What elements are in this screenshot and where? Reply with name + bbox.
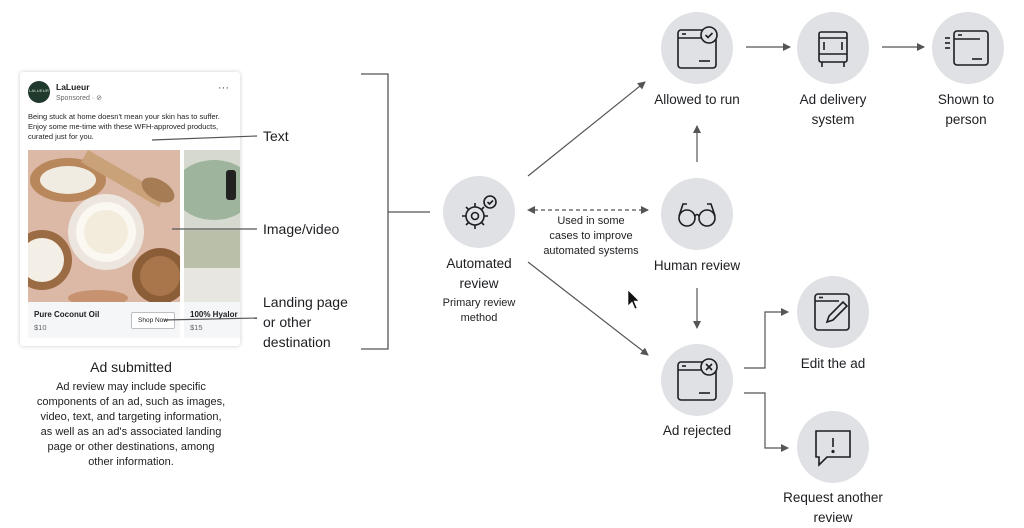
avatar-text: LALUEUR <box>29 88 49 93</box>
ad-submitted-title: Ad submitted <box>90 359 172 375</box>
product-name: 100% Hyalor <box>190 310 238 319</box>
landing-line-1: Landing page <box>263 294 348 310</box>
automated-review-node <box>443 176 515 248</box>
delivery-line-2: system <box>811 112 855 127</box>
request-review-node <box>797 411 869 483</box>
window-check-icon <box>677 26 718 69</box>
pencil-edit-icon <box>814 293 850 331</box>
used-in-some-cases-note: Used in some cases to improve automated … <box>534 214 648 259</box>
delivery-line-1: Ad delivery <box>799 92 867 107</box>
sponsored-label: Sponsored · ⊘ <box>56 95 102 102</box>
landing-line-2: or other <box>263 314 312 330</box>
used-note-line-1: Used in some <box>557 215 625 227</box>
speech-bubble-exclamation-icon <box>815 430 851 467</box>
ad-delivery-label: Ad delivery system <box>770 90 896 130</box>
allowed-to-run-label: Allowed to run <box>654 92 740 107</box>
ad-submitted-description: Ad review may include specific component… <box>0 380 262 470</box>
request-line-2: review <box>813 510 853 525</box>
product-image-hyaluronic <box>184 150 240 302</box>
gears-check-icon <box>462 195 497 229</box>
product-name: Pure Coconut Oil <box>34 310 100 319</box>
used-note-line-2: cases to improve <box>549 230 633 242</box>
desc-line: video, text, and targeting information, <box>40 411 222 423</box>
automated-review-label: Automated review <box>420 254 538 294</box>
window-stack-icon <box>945 30 989 66</box>
product-image-coconut-oil <box>28 150 180 302</box>
desc-line: Ad review may include specific <box>56 381 206 393</box>
desc-line: components of an ad, such as images, <box>36 396 226 408</box>
edit-the-ad-node <box>797 276 869 348</box>
glasses-icon <box>678 203 716 227</box>
automated-line-1: Automated <box>446 256 512 271</box>
human-review-node <box>661 178 733 250</box>
component-image-label: Image/video <box>263 221 340 237</box>
shown-line-2: person <box>945 112 987 127</box>
shop-now-button[interactable]: Shop Now <box>131 312 175 329</box>
window-x-icon <box>677 358 718 401</box>
request-review-label: Request another review <box>764 488 902 528</box>
landing-line-3: destination <box>263 334 331 350</box>
component-text-label: Text <box>263 128 289 144</box>
ad-delivery-node <box>797 12 869 84</box>
primary-note-line-1: Primary review <box>442 297 516 309</box>
product-price: $10 <box>34 323 47 332</box>
brand-avatar: LALUEUR <box>28 81 50 103</box>
edit-the-ad-label: Edit the ad <box>800 356 866 371</box>
shown-line-1: Shown to <box>937 92 995 107</box>
shown-to-person-label: Shown to person <box>908 90 1024 130</box>
product-price: $15 <box>190 323 203 332</box>
primary-review-note: Primary review method <box>420 296 538 326</box>
more-options-icon: ··· <box>218 82 229 94</box>
brand-name: LaLueur <box>56 82 90 92</box>
desc-line: as well as an ad's associated landing <box>40 426 222 438</box>
desc-line: page or other destinations, among <box>47 441 215 453</box>
ad-caption: Being stuck at home doesn't mean your sk… <box>28 112 220 141</box>
allowed-to-run-node <box>661 12 733 84</box>
human-review-label: Human review <box>653 258 741 273</box>
product-footer-1: Pure Coconut Oil $10 Shop Now <box>28 302 180 338</box>
primary-note-line-2: method <box>460 312 498 324</box>
used-note-line-3: automated systems <box>543 245 639 257</box>
automated-line-2: review <box>459 276 499 291</box>
request-line-1: Request another <box>783 490 883 505</box>
desc-line: other information. <box>88 456 174 468</box>
ad-rejected-node <box>661 344 733 416</box>
component-landing-label: Landing page or other destination <box>263 292 348 352</box>
product-footer-2: 100% Hyalor $15 <box>184 302 240 338</box>
shown-to-person-node <box>932 12 1004 84</box>
ad-preview-card: LALUEUR LaLueur Sponsored · ⊘ ··· Being … <box>20 72 240 346</box>
server-icon <box>818 31 848 67</box>
ad-rejected-label: Ad rejected <box>662 423 732 438</box>
